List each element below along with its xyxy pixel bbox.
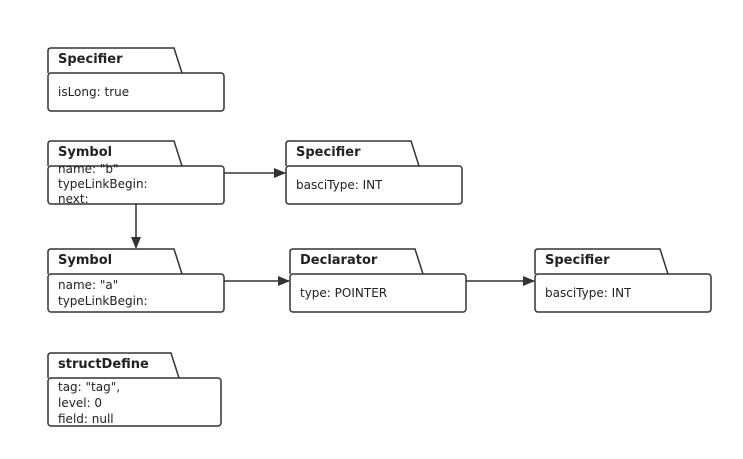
field-field: field: null	[58, 412, 114, 426]
node-body-shape	[47, 273, 225, 313]
node-specifier-top	[47, 47, 225, 112]
node-tab-shape	[47, 47, 183, 74]
node-fields-specifier-top: isLong: true	[58, 84, 129, 100]
node-title-symbol-a: Symbol	[58, 253, 113, 268]
node-title-symbol-b: Symbol	[58, 145, 113, 160]
node-tab-shape	[289, 248, 424, 275]
node-tab-shape	[47, 140, 183, 167]
node-body-shape	[289, 273, 467, 313]
field-name: name: "a"	[58, 278, 119, 292]
field-next: next:	[58, 192, 89, 203]
field-name: name: "b"	[58, 162, 119, 176]
node-tab-shape	[534, 248, 669, 275]
field-type-link-begin: typeLinkBegin:	[58, 294, 148, 308]
node-symbol-a	[47, 248, 225, 313]
node-title-struct-define: structDefine	[58, 357, 149, 372]
node-fields-specifier-b: basciType: INT	[296, 177, 382, 193]
node-fields-specifier-a: basciType: INT	[545, 285, 631, 301]
node-body-shape	[285, 165, 463, 205]
node-fields-symbol-b: name: "b" typeLinkBegin: next:	[58, 162, 222, 203]
field-level: level: 0	[58, 396, 103, 410]
node-struct-define	[47, 352, 222, 427]
node-title-declarator: Declarator	[300, 253, 378, 268]
node-body-shape	[47, 377, 222, 427]
field-type: type: POINTER	[300, 286, 388, 300]
node-tab-shape	[47, 352, 180, 379]
node-tab-shape	[285, 140, 420, 167]
node-body-shape	[47, 72, 225, 112]
node-fields-declarator: type: POINTER	[300, 285, 387, 301]
node-title-specifier-b: Specifier	[296, 145, 361, 160]
node-tab-shape	[47, 248, 183, 275]
field-basic-type: basciType: INT	[545, 286, 632, 300]
node-specifier-a	[534, 248, 712, 313]
node-specifier-b	[285, 140, 463, 205]
node-body-shape	[534, 273, 712, 313]
field-basic-type: basciType: INT	[296, 178, 383, 192]
field-type-link-begin: typeLinkBegin:	[58, 177, 148, 191]
node-declarator	[289, 248, 467, 313]
node-title-specifier-a: Specifier	[545, 253, 610, 268]
node-fields-symbol-a: name: "a" typeLinkBegin:	[58, 277, 148, 309]
field-is-long: isLong: true	[58, 85, 130, 99]
field-tag: tag: "tag",	[58, 380, 121, 394]
node-title-specifier-top: Specifier	[58, 52, 123, 67]
node-fields-struct-define: tag: "tag", level: 0 field: null	[58, 379, 120, 427]
